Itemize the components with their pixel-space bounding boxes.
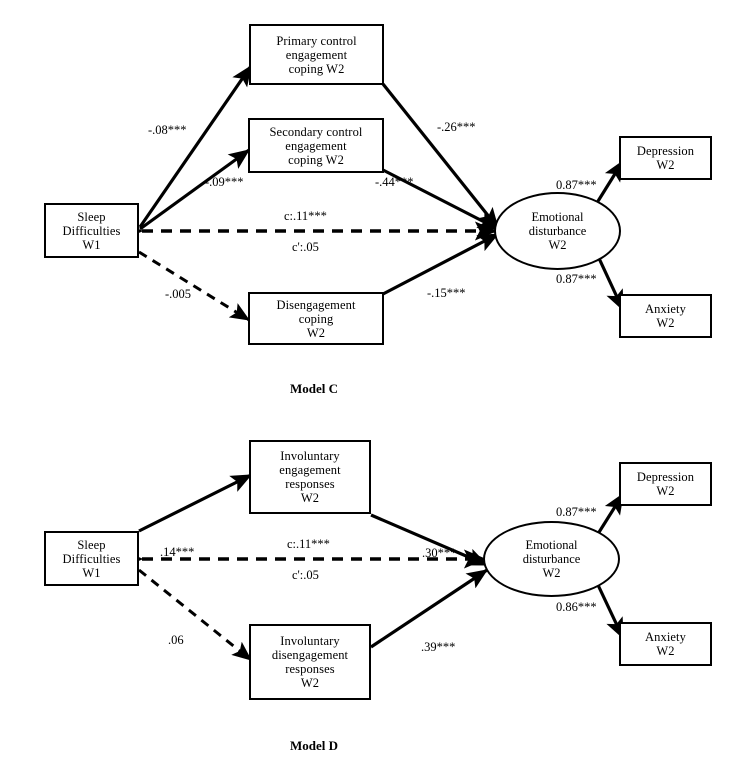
edge-d-disengagement-emotional xyxy=(370,568,489,649)
node-disengagement-coping-w2[interactable]: Disengagement coping W2 xyxy=(248,292,384,345)
node-depression-w2-model-d[interactable]: Depression W2 xyxy=(619,462,712,506)
node-text-line: engagement xyxy=(285,47,348,62)
node-text-line: Primary control xyxy=(276,33,357,48)
edge-c-emotional-anxiety xyxy=(595,253,625,312)
node-text-line: Secondary control xyxy=(269,124,363,139)
node-involuntary-disengagement-responses-w2[interactable]: Involuntary disengagement responses W2 xyxy=(249,624,371,700)
edge-label-c-emotional-depression: 0.87*** xyxy=(556,178,597,192)
edge-label-c-sleep-primary: -.08*** xyxy=(148,123,187,137)
caption-model-c: Model C xyxy=(290,381,339,396)
node-depression-w2-model-c[interactable]: Depression W2 xyxy=(619,136,712,180)
edge-c-sleep-secondary xyxy=(139,148,251,231)
node-text-line: Difficulties xyxy=(62,551,121,566)
edge-d-emotional-depression xyxy=(594,492,625,538)
edge-label-d-direct-total: c:.11*** xyxy=(287,537,330,551)
node-text-line: W2 xyxy=(542,566,561,580)
node-text-line: W2 xyxy=(656,316,675,330)
node-involuntary-engagement-responses-w2[interactable]: Involuntary engagement responses W2 xyxy=(249,440,371,514)
node-text-line: W2 xyxy=(656,158,675,172)
edge-label-c-emotional-anxiety: 0.87*** xyxy=(556,272,597,286)
edge-c-primary-emotional xyxy=(381,83,500,230)
edge-c-emotional-depression xyxy=(593,159,625,207)
node-text-line: responses xyxy=(285,477,335,491)
edge-label-c-direct-total: c:.11*** xyxy=(284,209,327,223)
node-text-line: Involuntary xyxy=(280,634,340,648)
node-emotional-disturbance-w2-model-d[interactable]: Emotional disturbance W2 xyxy=(483,521,620,597)
node-text-line: W1 xyxy=(82,565,101,580)
node-text-line: responses xyxy=(285,662,335,676)
node-text-line: coping W2 xyxy=(288,61,345,76)
edge-c-secondary-emotional xyxy=(382,168,500,231)
edge-label-d-sleep-engagement: .14*** xyxy=(160,545,195,559)
node-anxiety-w2-model-c[interactable]: Anxiety W2 xyxy=(619,294,712,338)
node-text-line: Emotional xyxy=(531,210,584,224)
node-text-line: Sleep xyxy=(77,209,106,224)
node-text-line: Depression xyxy=(636,144,695,158)
edge-c-sleep-primary xyxy=(138,64,253,228)
node-text-line: Anxiety xyxy=(645,630,686,644)
edge-d-sleep-engagement xyxy=(138,473,253,533)
edge-d-sleep-disengagement xyxy=(138,568,252,662)
node-text-line: coping xyxy=(298,311,334,326)
node-text-line: W2 xyxy=(656,484,675,498)
edge-label-c-primary-emotional: -.26*** xyxy=(437,120,476,134)
node-text-line: Involuntary xyxy=(280,449,340,463)
node-emotional-disturbance-w2-model-c[interactable]: Emotional disturbance W2 xyxy=(494,192,621,270)
node-text-line: W2 xyxy=(300,491,320,505)
node-text-line: Difficulties xyxy=(62,223,121,238)
node-text-line: W2 xyxy=(548,238,567,252)
node-text-line: disturbance xyxy=(522,552,581,566)
edge-label-d-emotional-anxiety: 0.86*** xyxy=(556,600,597,614)
node-text-line: engagement xyxy=(279,463,341,477)
node-text-line: W2 xyxy=(300,676,320,690)
edge-label-c-sleep-disengagement: -.005 xyxy=(165,287,192,301)
edge-label-c-secondary-emotional: -.44*** xyxy=(375,175,414,189)
edge-c-sleep-disengagement xyxy=(138,250,251,322)
node-sleep-difficulties-w1-model-c[interactable]: Sleep Difficulties W1 xyxy=(44,203,139,258)
edge-label-d-sleep-disengagement: .06 xyxy=(168,633,184,647)
node-text-line: W2 xyxy=(306,325,326,340)
node-text-line: Anxiety xyxy=(645,302,686,316)
node-text-line: W2 xyxy=(656,644,675,658)
edge-label-d-disengagement-emotional: .39*** xyxy=(421,640,456,654)
node-text-line: disengagement xyxy=(271,648,349,662)
node-text-line: W1 xyxy=(82,237,101,252)
node-text-line: disturbance xyxy=(528,224,587,238)
node-sleep-difficulties-w1-model-d[interactable]: Sleep Difficulties W1 xyxy=(44,531,139,586)
node-text-line: Emotional xyxy=(525,538,578,552)
node-text-line: coping W2 xyxy=(288,152,344,167)
node-primary-control-engagement-coping-w2[interactable]: Primary control engagement coping W2 xyxy=(249,24,384,85)
node-anxiety-w2-model-d[interactable]: Anxiety W2 xyxy=(619,622,712,666)
edge-label-d-engagement-emotional: .30*** xyxy=(422,546,457,560)
edge-label-c-sleep-secondary: -.09*** xyxy=(205,175,244,189)
edge-label-c-disengagement-emotional: -.15*** xyxy=(427,286,466,300)
node-text-line: Disengagement xyxy=(276,297,356,312)
node-text-line: Sleep xyxy=(77,537,106,552)
node-secondary-control-engagement-coping-w2[interactable]: Secondary control engagement coping W2 xyxy=(248,118,384,173)
edge-label-d-direct-residual: c':.05 xyxy=(292,568,319,582)
edge-label-d-emotional-depression: 0.87*** xyxy=(556,505,597,519)
edge-c-disengagement-emotional xyxy=(382,232,500,296)
node-text-line: engagement xyxy=(285,138,347,153)
node-text-line: Depression xyxy=(636,470,695,484)
edge-d-emotional-anxiety xyxy=(596,584,625,640)
edge-label-c-direct-residual: c':.05 xyxy=(292,240,319,254)
caption-model-d: Model D xyxy=(290,738,339,753)
